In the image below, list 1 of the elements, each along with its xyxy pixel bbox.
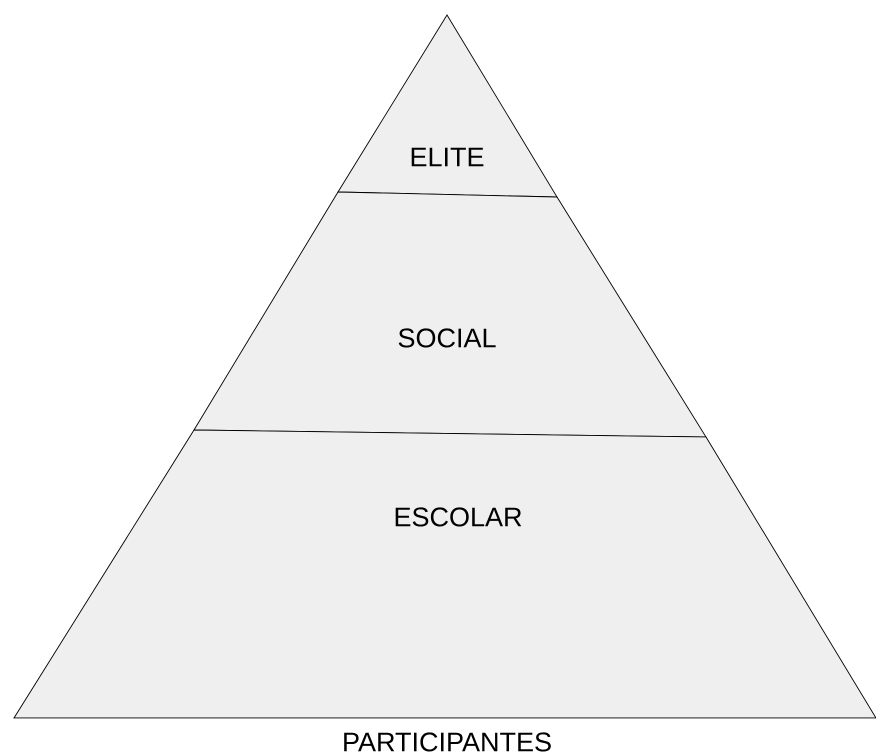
node-label: ESCOLAR: [396, 507, 522, 527]
